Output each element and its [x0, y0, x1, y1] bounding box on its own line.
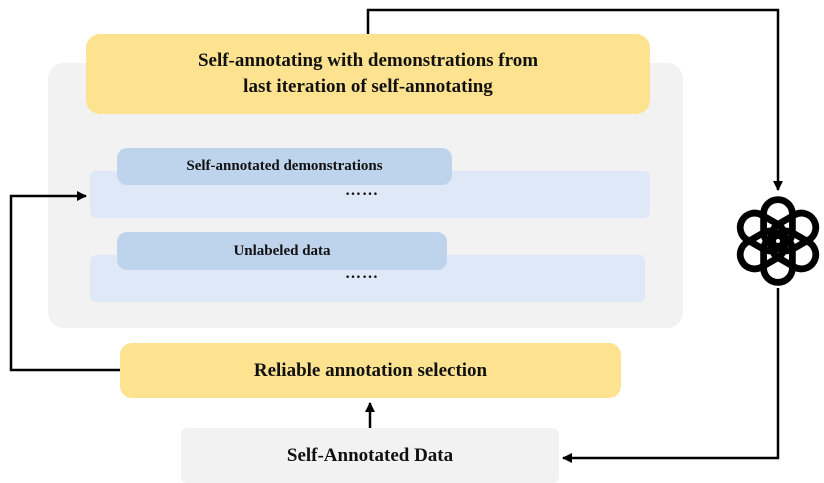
- demonstrations-label: Self-annotated demonstrations: [117, 148, 452, 185]
- demonstrations-ellipsis: ……: [345, 182, 379, 199]
- unlabeled-data-ellipsis: ……: [345, 265, 379, 282]
- self-annotated-data-box: Self-Annotated Data: [181, 428, 559, 483]
- demonstrations-label-text: Self-annotated demonstrations: [186, 158, 383, 174]
- self-annotated-data-text: Self-Annotated Data: [286, 444, 454, 466]
- reliable-selection-step: Reliable annotation selection: [120, 343, 621, 398]
- openai-logo-icon: [736, 196, 820, 286]
- self-annotating-line-1: Self-annotating with demonstrations from: [197, 50, 539, 71]
- feedback-loop-arrow: [9, 191, 120, 372]
- unlabeled-data-label: Unlabeled data: [117, 232, 447, 270]
- prompt-to-llm-arrow: [366, 8, 783, 191]
- self-annotating-line-2: last iteration of self-annotating: [243, 76, 493, 97]
- unlabeled-data-label-text: Unlabeled data: [233, 242, 331, 259]
- reliable-selection-text: Reliable annotation selection: [253, 359, 488, 381]
- llm-to-data-arrow: [562, 288, 780, 463]
- self-annotating-step: Self-annotating with demonstrations from…: [86, 34, 650, 114]
- self-annotating-step-text: Self-annotating with demonstrations from…: [198, 48, 538, 100]
